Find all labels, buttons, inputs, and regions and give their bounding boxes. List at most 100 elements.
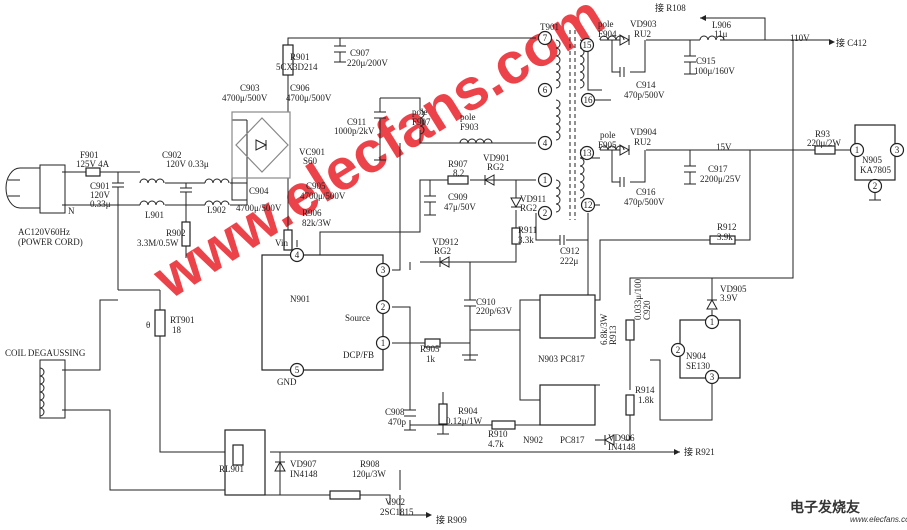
- resistor-r904: [438, 403, 448, 425]
- resistor-r902: [181, 221, 191, 247]
- label-c920b: 0.033μ/100: [633, 278, 643, 320]
- pin-label-n901_4: 4: [295, 250, 300, 260]
- label-r108: 接 R108: [655, 2, 686, 13]
- inductor-f907: [419, 109, 425, 135]
- wire: [117, 205, 160, 291]
- label-c901b: 120V: [90, 190, 111, 200]
- label-l901: L901: [145, 210, 164, 220]
- transformer-aux: [555, 179, 561, 213]
- label-c909b: 47μ/50V: [444, 202, 476, 212]
- label-n902: N902: [523, 435, 543, 445]
- label-vin: Vin: [275, 238, 288, 248]
- pin-n904_2: [670, 342, 686, 358]
- label-r914b: 1.8k: [638, 395, 654, 405]
- label-r901b: 5CX3D214: [276, 62, 318, 72]
- label-c912b: 222μ: [560, 256, 579, 266]
- zener-vd905: [706, 298, 718, 310]
- label-c906b: 4700μ/500V: [286, 93, 332, 103]
- label-r906a: R906: [302, 208, 322, 218]
- wire: [265, 452, 430, 516]
- diode-vd901: [483, 174, 495, 186]
- pin-label-n901_1: 1: [381, 338, 386, 348]
- logo-cn: 电子发烧友: [790, 499, 860, 515]
- label-rt901b: 18: [172, 325, 182, 335]
- label-f907b: F907: [412, 117, 431, 127]
- label-vc901a: VC901: [299, 147, 325, 157]
- pin-label-n905_3: 3: [895, 145, 900, 155]
- wire: [392, 306, 478, 410]
- label-c901c: 0.33μ: [90, 199, 111, 209]
- pin-label-t6: 6: [543, 85, 548, 95]
- resistor-r907: [447, 175, 469, 185]
- inductor-l906: [699, 35, 725, 41]
- wire: [287, 37, 536, 112]
- pin-t7: [537, 30, 553, 46]
- resistor-r905: [424, 338, 441, 348]
- label-r904a: R904: [458, 406, 478, 416]
- label-source: Source: [345, 313, 370, 323]
- diode-vd912: [438, 256, 450, 268]
- power-cord-box: [39, 164, 66, 214]
- label-c903b: 4700μ/500V: [222, 93, 268, 103]
- label-r912a: R912: [717, 222, 737, 232]
- wire: [595, 150, 751, 301]
- resistor-r913: [625, 319, 635, 341]
- inductor-l901: [139, 200, 165, 206]
- resistor-r914: [625, 394, 635, 416]
- label-v902b: 2SC1815: [380, 507, 414, 517]
- label-c912a: C912: [560, 246, 580, 256]
- label-c914b: 470p/500V: [624, 90, 665, 100]
- label-v15: 15V: [716, 142, 732, 152]
- label-r907b: 8.2: [453, 168, 464, 178]
- label-r909: 接 R909: [436, 514, 467, 525]
- label-vd911a: VD911: [520, 194, 546, 204]
- wire: [425, 261, 540, 331]
- label-pc817: PC817: [560, 435, 585, 445]
- label-r906b: 82k/3W: [302, 218, 332, 228]
- diode-vd907: [274, 460, 286, 472]
- pin-n904_3: [704, 369, 720, 385]
- label-coil: COIL DEGAUSSING: [5, 348, 86, 358]
- label-vd907a: VD907: [290, 459, 317, 469]
- label-vd903b: RU2: [634, 29, 651, 39]
- label-r905a: R905: [420, 344, 440, 354]
- label-n: N: [68, 206, 75, 216]
- label-c917a: C917: [708, 164, 728, 174]
- label-t901: T901: [540, 22, 559, 32]
- wire: [700, 17, 766, 40]
- wire: [159, 290, 225, 453]
- label-r904b: 0.12μ/1W: [446, 416, 483, 426]
- label-ac1: AC120V60Hz: [18, 227, 70, 237]
- label-l906a: L906: [712, 20, 731, 30]
- label-c915a: C915: [696, 56, 716, 66]
- pin-n901_1: [375, 335, 391, 351]
- pin-label-n904_3: 3: [710, 372, 715, 382]
- label-r902b: 3.3M/0.5W: [137, 238, 179, 248]
- resistor-rt901: [154, 309, 166, 337]
- label-f905b: F905: [598, 140, 617, 150]
- label-f903a: pole: [460, 112, 476, 122]
- inductor-l902: [204, 200, 230, 206]
- bridge-vc901: [235, 117, 289, 173]
- label-n903: N903 PC817: [538, 354, 585, 364]
- pin-label-n901_2: 2: [381, 302, 386, 312]
- wire: [535, 213, 588, 241]
- label-c904a: C904: [249, 186, 269, 196]
- label-f907a: pole: [412, 107, 428, 117]
- pin-t15: [579, 37, 595, 53]
- wire: [319, 179, 536, 255]
- label-c907b: 220μ/200V: [347, 58, 388, 68]
- relay-coil: [232, 444, 244, 466]
- transformer-secondary-15v: [579, 149, 585, 199]
- transformer-primary: [555, 39, 561, 89]
- pin-label-t7: 7: [543, 33, 548, 43]
- label-f903b: F903: [460, 122, 479, 132]
- label-vc901b: S60: [303, 156, 318, 166]
- label-r908a: R908: [360, 459, 380, 469]
- label-c902b: 120V 0.33μ: [166, 159, 209, 169]
- wire: [611, 150, 696, 185]
- wire: [334, 38, 346, 63]
- relay-rl901: [224, 429, 266, 496]
- resistor-r912: [709, 235, 736, 245]
- transformer-primary: [555, 99, 561, 141]
